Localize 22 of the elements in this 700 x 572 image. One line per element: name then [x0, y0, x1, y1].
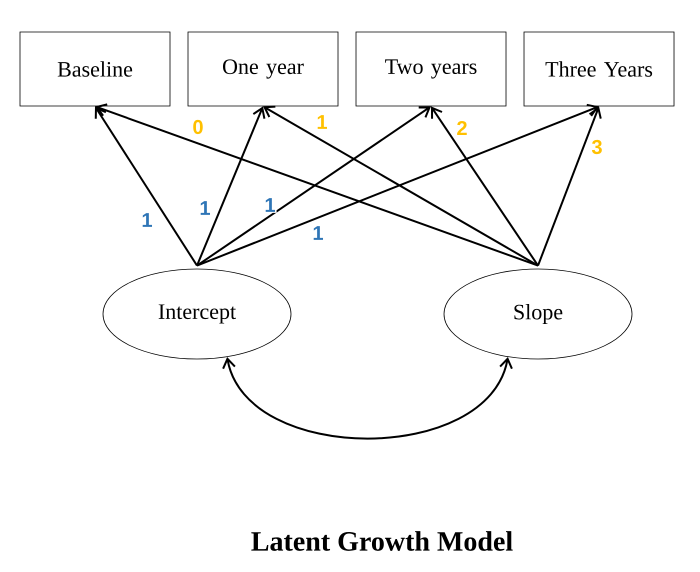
box: Three Years — [524, 32, 674, 106]
edge-label: 1 — [311, 225, 325, 241]
arrow — [431, 106, 539, 266]
arrow — [196, 104, 600, 267]
box: Baseline — [20, 32, 170, 106]
arrow — [95, 103, 538, 267]
box: Two years — [356, 32, 506, 106]
curved-double-arrow — [222, 357, 513, 440]
box: One year — [188, 32, 338, 106]
edge-label: 1 — [315, 114, 329, 130]
edge-label: 3 — [590, 138, 604, 156]
arrow — [196, 106, 266, 266]
arrow — [94, 106, 198, 266]
edge-label: 1 — [140, 212, 154, 228]
arrow — [196, 106, 432, 266]
title: Latent Growth Model — [251, 531, 513, 551]
edge-label: 1 — [198, 200, 212, 216]
edge-label: 2 — [455, 120, 469, 136]
edge-label: 1 — [263, 197, 277, 213]
edge-label: 0 — [191, 118, 205, 136]
arrow — [263, 106, 539, 266]
arrow — [537, 106, 602, 266]
